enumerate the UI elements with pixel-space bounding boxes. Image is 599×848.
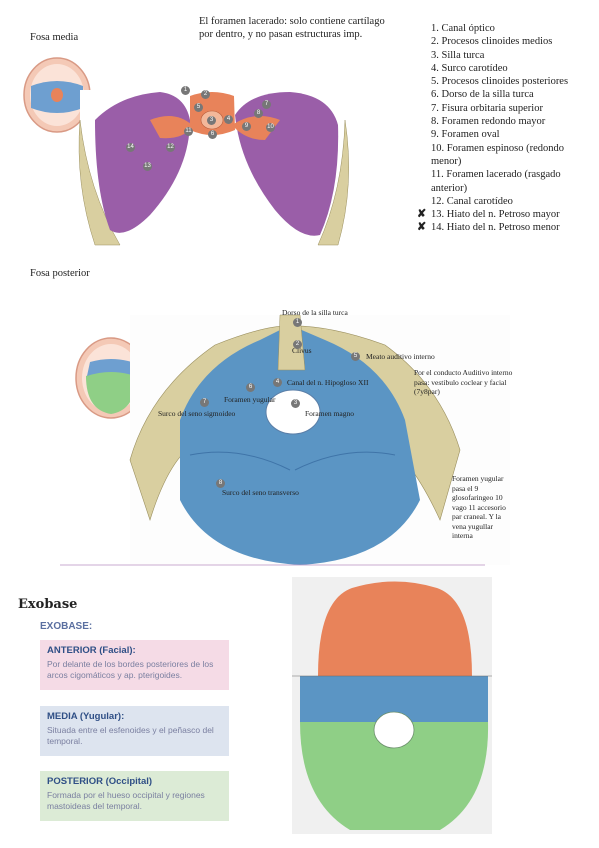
fig-number: 12 <box>166 143 175 152</box>
fosa-media-label: Fosa media <box>30 32 79 43</box>
list-item: 11. Foramen lacerado (rasgado anterior) <box>431 169 561 194</box>
label-yugular: Foramen yugular <box>224 395 276 404</box>
note-conducto-auditivo: Por el conducto Auditivo interno pasa: v… <box>414 368 513 396</box>
box-title: POSTERIOR (Occipital) <box>47 776 153 787</box>
structures-list: 1. Canal óptico 2. Procesos clinoides me… <box>417 22 595 235</box>
box-description: Formada por el hueso occipital y regione… <box>47 790 205 811</box>
box-title: MEDIA (Yugular): <box>47 711 125 722</box>
fig-number: 10 <box>266 123 275 132</box>
fig-number: 13 <box>143 162 152 171</box>
box-description: Por delante de los bordes posteriores de… <box>47 659 214 680</box>
skull-icon-posterior <box>75 337 147 419</box>
list-item: 7. Fisura orbitaria superior <box>431 102 543 114</box>
fig-number: 11 <box>184 127 193 136</box>
cross-icon: ✘ <box>417 221 427 234</box>
list-item: 6. Dorso de la silla turca <box>431 89 534 101</box>
list-item: 8. Foramen redondo mayor <box>431 116 546 128</box>
fig-number: 7 <box>200 398 209 407</box>
fig-number: 1 <box>293 318 302 327</box>
label-magno: Foramen magno <box>305 409 354 418</box>
list-item: 2. Procesos clinoides medios <box>431 36 553 48</box>
fig-number: 5 <box>194 103 203 112</box>
fig-number: 8 <box>254 109 263 118</box>
fosa-posterior-label: Fosa posterior <box>30 268 90 279</box>
fig-number: 5 <box>351 352 360 361</box>
fig-number: 3 <box>291 399 300 408</box>
fosa-media-figure <box>78 90 360 246</box>
label-canal: Canal del n. Hipogloso XII <box>287 378 369 387</box>
fosa-posterior-figure <box>60 314 510 566</box>
label-clivus: Clivus <box>292 346 312 355</box>
list-item: 9. Foramen oval <box>431 129 500 141</box>
list-item: 1. Canal óptico <box>431 23 495 34</box>
fig-number: 9 <box>242 122 251 131</box>
fig-number: 3 <box>207 116 216 125</box>
list-item: ✘13. Hiato del n. Petroso mayor <box>417 208 560 221</box>
fig-number: 7 <box>262 100 271 109</box>
note-foramen-yugular: Foramen yugular pasa el 9 glosofaringeo … <box>452 474 506 540</box>
list-item: ✘14. Hiato del n. Petroso menor <box>417 221 560 234</box>
list-item: 12. Canal carotídeo <box>431 195 513 207</box>
box-anterior: ANTERIOR (Facial): Por delante de los bo… <box>40 640 229 690</box>
list-item: 10. Foramen espinoso (redondo menor) <box>431 142 564 167</box>
box-title: ANTERIOR (Facial): <box>47 645 136 656</box>
fig-number: 6 <box>246 383 255 392</box>
fig-number: 2 <box>201 90 210 99</box>
fig-number: 4 <box>273 378 282 387</box>
label-meato: Meato auditivo interno <box>366 352 435 361</box>
box-media: MEDIA (Yugular): Situada entre el esfeno… <box>40 706 229 756</box>
list-item: 5. Procesos clinoides posteriores <box>431 76 569 88</box>
exobase-subheading: EXOBASE: <box>40 621 93 632</box>
label-dorso: Dorso de la silla turca <box>282 308 348 317</box>
box-posterior: POSTERIOR (Occipital) Formada por el hue… <box>40 771 229 821</box>
label-surco-transverso: Surco del seno transverso <box>222 488 299 497</box>
list-item: 4. Surco carotídeo <box>431 62 508 74</box>
exobase-figure <box>292 577 492 834</box>
fig-number: 6 <box>208 130 217 139</box>
fig-number: 1 <box>181 86 190 95</box>
cross-icon: ✘ <box>417 208 427 221</box>
label-surco-sigmoideo: Surco del seno sigmoideo <box>158 409 236 418</box>
skull-icon-media <box>23 57 91 133</box>
fig-number: 8 <box>216 479 225 488</box>
fig-number: 14 <box>126 143 135 152</box>
box-description: Situada entre el esfenoides y el peñasco… <box>47 725 214 746</box>
exobase-heading: Exobase <box>18 597 78 612</box>
top-note: El foramen lacerado: solo contiene cartí… <box>199 16 385 40</box>
fig-number: 2 <box>293 340 302 349</box>
fig-number: 4 <box>224 115 233 124</box>
list-item: 3. Silla turca <box>431 49 485 61</box>
